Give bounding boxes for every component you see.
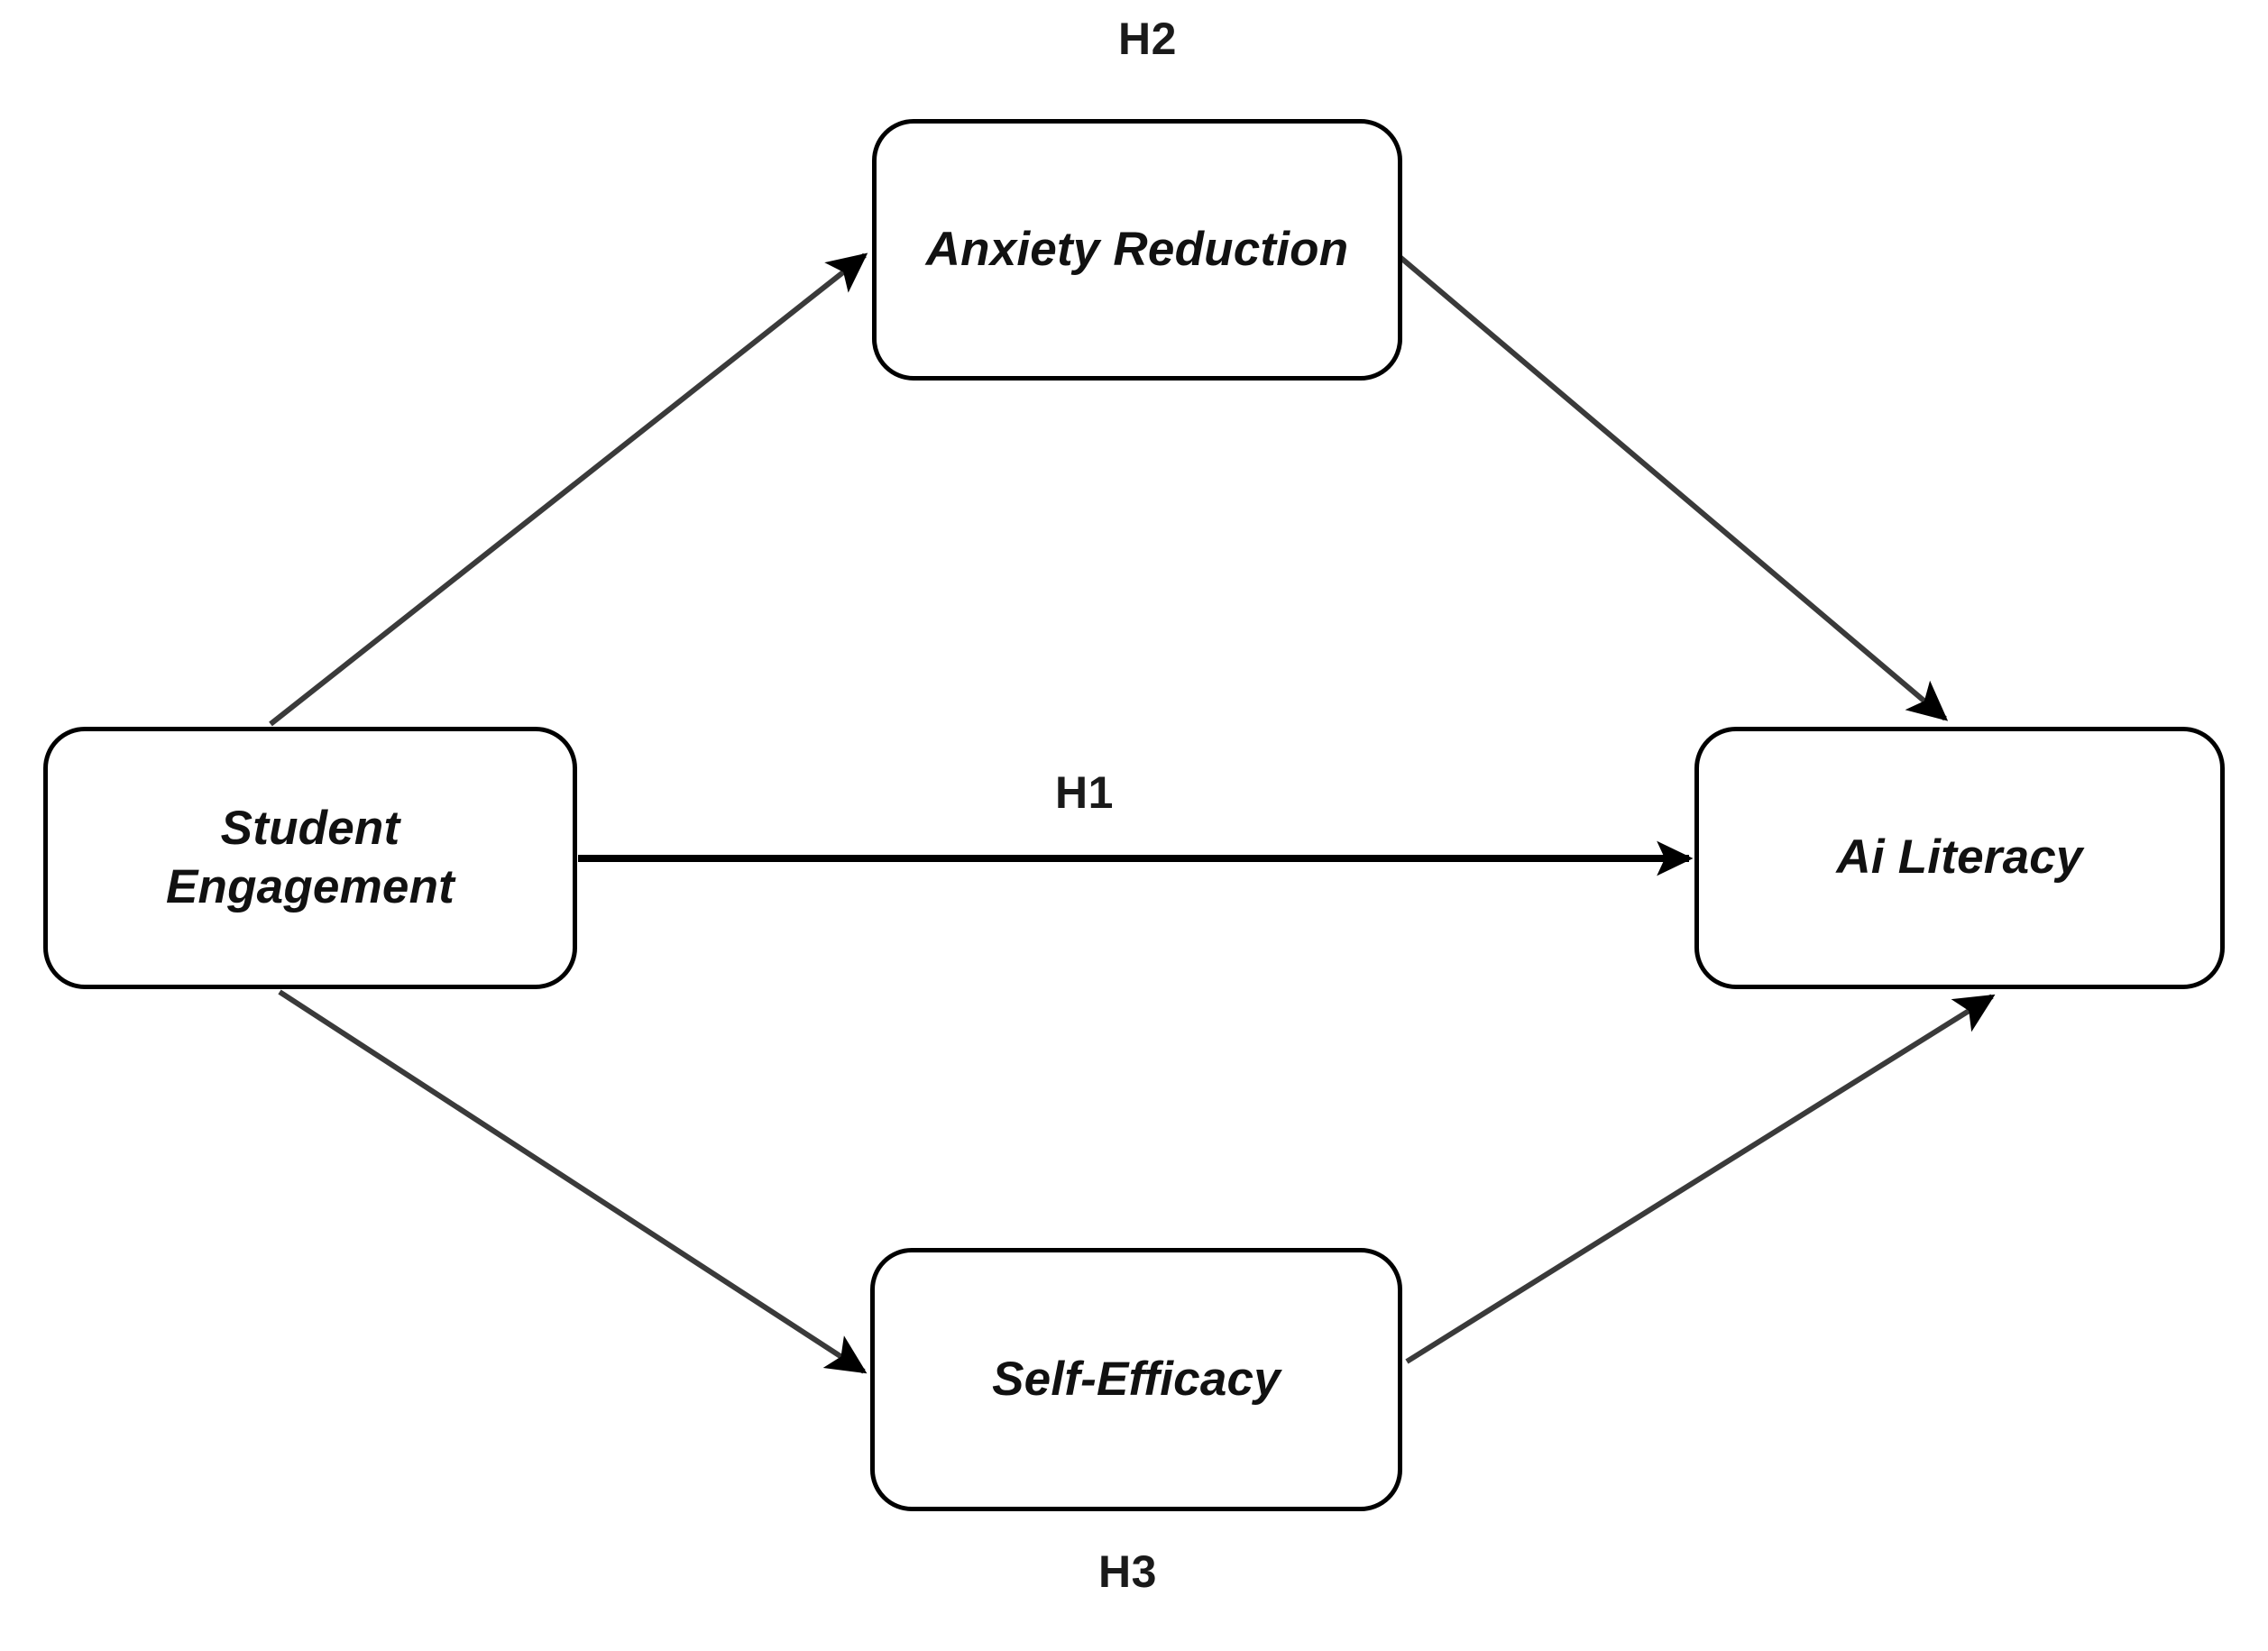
node-label-student-engagement: Student Engagement — [165, 801, 455, 913]
node-ai-literacy[interactable]: Ai Literacy — [1694, 727, 2225, 989]
path-label-h2: H2 — [1118, 14, 1177, 64]
node-self-efficacy[interactable]: Self-Efficacy — [870, 1248, 1402, 1511]
node-label-ai-literacy: Ai Literacy — [1836, 830, 2083, 885]
node-label-self-efficacy: Self-Efficacy — [992, 1352, 1281, 1406]
node-label-anxiety-reduction: Anxiety Reduction — [925, 222, 1349, 276]
path-label-h3: H3 — [1098, 1546, 1157, 1597]
edge-anxiety-to-literacy — [1384, 243, 1949, 721]
edge-efficacy-to-literacy — [1405, 994, 1996, 1364]
node-anxiety-reduction[interactable]: Anxiety Reduction — [872, 119, 1402, 381]
path-label-h1: H1 — [1055, 767, 1114, 818]
node-student-engagement[interactable]: Student Engagement — [43, 727, 577, 989]
edge-engagement-to-efficacy — [278, 989, 868, 1374]
edge-engagement-to-anxiety — [269, 252, 868, 727]
